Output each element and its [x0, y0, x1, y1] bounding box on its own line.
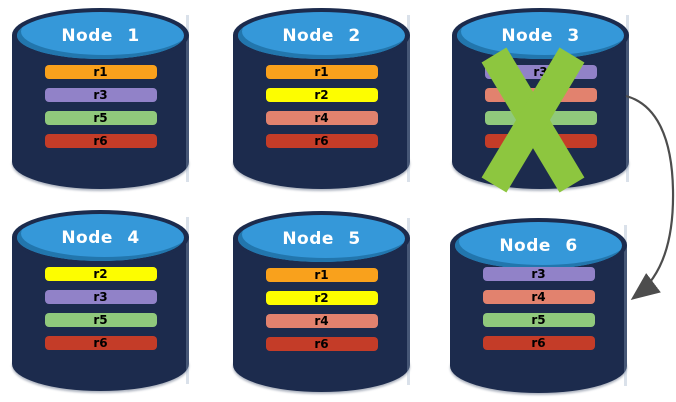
replica-list: r3 r4 r5 r6 — [450, 267, 627, 350]
node-title: Node 2 — [282, 25, 361, 46]
cylinder-face: Node 4 — [17, 214, 184, 261]
node-title: Node 3 — [501, 25, 580, 46]
replica-bar-r3: r3 — [482, 267, 595, 281]
replica-bar-r5: r5 — [44, 313, 157, 327]
db-node-4: Node 4 r2 r3 r5 r6 — [12, 210, 189, 391]
arrow-curve — [625, 94, 675, 300]
replica-bar-r4: r4 — [265, 314, 378, 328]
db-node-5: Node 5 r1 r2 r4 r6 — [233, 211, 410, 392]
failure-x-icon — [481, 47, 585, 193]
replica-bar-r6: r6 — [265, 337, 378, 351]
replica-list: r1 r3 r5 r6 — [12, 65, 189, 148]
replica-bar-r2: r2 — [265, 291, 378, 305]
replica-bar-r4: r4 — [265, 111, 378, 125]
replica-bar-r2: r2 — [265, 88, 378, 102]
cylinder-face: Node 2 — [238, 12, 405, 59]
replica-bar-r6: r6 — [482, 336, 595, 350]
node-title: Node 5 — [282, 228, 361, 249]
replica-bar-r2: r2 — [44, 267, 157, 281]
replica-bar-r6: r6 — [44, 134, 157, 148]
db-node-6: Node 6 r3 r4 r5 r6 — [450, 218, 627, 393]
replica-bar-r1: r1 — [44, 65, 157, 79]
replica-bar-r5: r5 — [44, 111, 157, 125]
db-node-2: Node 2 r1 r2 r4 r6 — [233, 8, 410, 189]
replica-bar-r3: r3 — [44, 290, 157, 304]
cylinder-face: Node 5 — [238, 215, 405, 262]
replica-bar-r5: r5 — [482, 313, 595, 327]
replica-bar-r1: r1 — [265, 65, 378, 79]
replica-list: r2 r3 r5 r6 — [12, 267, 189, 350]
replica-bar-r6: r6 — [265, 134, 378, 148]
node-title: Node 1 — [61, 25, 140, 46]
cylinder-face: Node 6 — [455, 222, 622, 269]
replica-bar-r6: r6 — [44, 336, 157, 350]
replica-list: r1 r2 r4 r6 — [233, 65, 410, 148]
replica-bar-r3: r3 — [44, 88, 157, 102]
replica-list: r1 r2 r4 r6 — [233, 268, 410, 351]
db-node-1: Node 1 r1 r3 r5 r6 — [12, 8, 189, 189]
node-title: Node 6 — [499, 235, 578, 256]
node-title: Node 4 — [61, 227, 140, 248]
cylinder-face: Node 1 — [17, 12, 184, 59]
db-node-3: Node 3 r3 — [452, 8, 629, 193]
replica-bar-r4: r4 — [482, 290, 595, 304]
replica-bar-r1: r1 — [265, 268, 378, 282]
cylinder-face: Node 3 — [457, 12, 624, 59]
